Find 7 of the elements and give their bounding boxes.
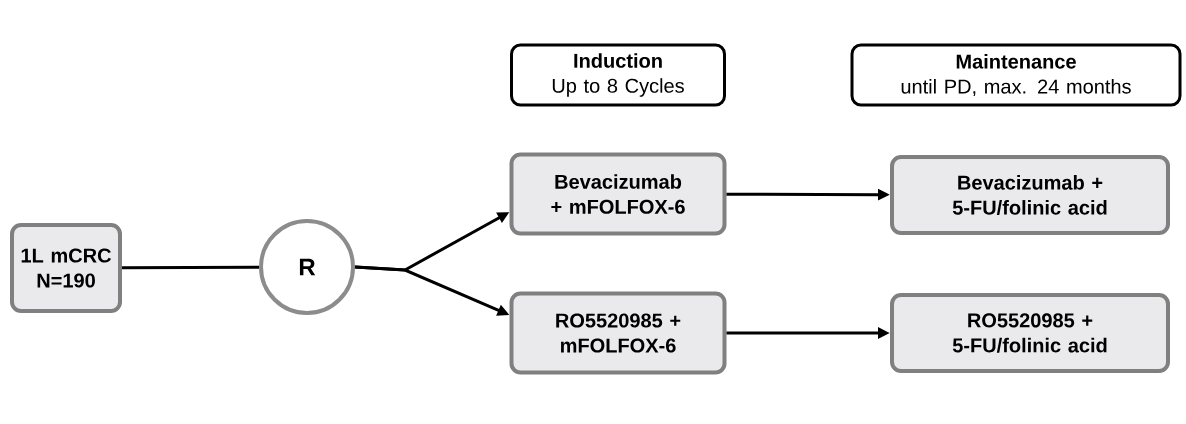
treatment-box: RO5520985 + mFOLFOX-6 bbox=[509, 291, 727, 375]
phase-header-box: Induction Up to 8 Cycles bbox=[510, 43, 726, 107]
treatment-box: Bevacizumab + 5-FU/folinic acid bbox=[890, 155, 1170, 235]
treatment-box: Bevacizumab + mFOLFOX-6 bbox=[509, 152, 727, 236]
treatment-box: RO5520985 + 5-FU/folinic acid bbox=[890, 293, 1170, 373]
phase-header-box: Maintenance until PD, max. 24 months bbox=[850, 43, 1182, 107]
treatment-box: 1L mCRC N=190 bbox=[10, 223, 122, 313]
